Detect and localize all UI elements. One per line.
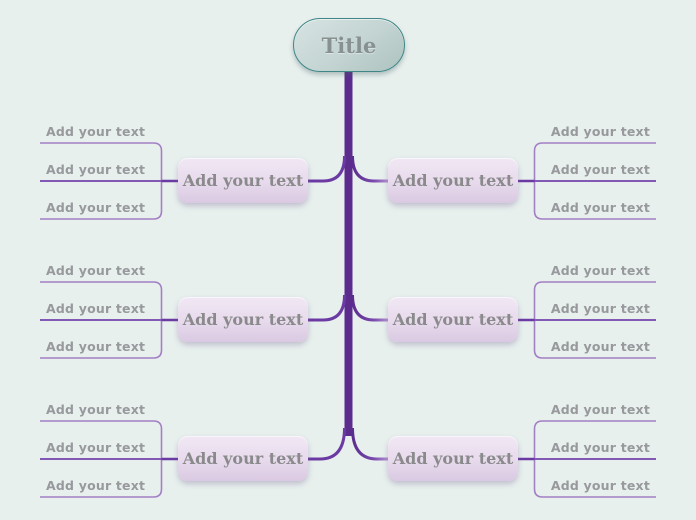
branch-node-left-3[interactable]: Add your text	[178, 436, 308, 481]
branch-node-right-2[interactable]: Add your text	[388, 297, 518, 342]
sub-item-left-1-1[interactable]: Add your text	[46, 124, 146, 139]
branch-node-label: Add your text	[392, 310, 514, 329]
branch-node-label: Add your text	[182, 310, 304, 329]
sub-item-right-1-2[interactable]: Add your text	[550, 162, 650, 177]
sub-item-left-2-3[interactable]: Add your text	[46, 339, 146, 354]
branch-node-left-1[interactable]: Add your text	[178, 158, 308, 203]
branch-node-left-2[interactable]: Add your text	[178, 297, 308, 342]
sub-item-left-3-3[interactable]: Add your text	[46, 478, 146, 493]
sub-item-left-2-1[interactable]: Add your text	[46, 263, 146, 278]
sub-item-right-2-3[interactable]: Add your text	[550, 339, 650, 354]
sub-item-left-1-3[interactable]: Add your text	[46, 200, 146, 215]
connector-right-3	[351, 427, 388, 461]
title-node[interactable]: Title	[293, 18, 405, 72]
sub-item-right-2-2[interactable]: Add your text	[550, 301, 650, 316]
sub-item-left-1-2[interactable]: Add your text	[46, 162, 146, 177]
sub-item-right-3-1[interactable]: Add your text	[550, 402, 650, 417]
sub-item-left-3-1[interactable]: Add your text	[46, 402, 146, 417]
title-label: Title	[321, 32, 377, 58]
sub-item-right-1-1[interactable]: Add your text	[550, 124, 650, 139]
connector-left-3	[308, 427, 346, 461]
sub-item-left-2-2[interactable]: Add your text	[46, 301, 146, 316]
connector-left-2	[308, 294, 346, 322]
sub-item-left-3-2[interactable]: Add your text	[46, 440, 146, 455]
branch-node-right-3[interactable]: Add your text	[388, 436, 518, 481]
connector-left-1	[308, 155, 346, 183]
connector-right-1	[351, 155, 388, 183]
branch-node-label: Add your text	[392, 449, 514, 468]
sub-item-right-3-3[interactable]: Add your text	[550, 478, 650, 493]
connector-right-2	[351, 294, 388, 322]
branch-node-right-1[interactable]: Add your text	[388, 158, 518, 203]
branch-node-label: Add your text	[182, 449, 304, 468]
sub-item-right-1-3[interactable]: Add your text	[550, 200, 650, 215]
branch-node-label: Add your text	[182, 171, 304, 190]
sub-item-right-2-1[interactable]: Add your text	[550, 263, 650, 278]
branch-node-label: Add your text	[392, 171, 514, 190]
sub-item-right-3-2[interactable]: Add your text	[550, 440, 650, 455]
